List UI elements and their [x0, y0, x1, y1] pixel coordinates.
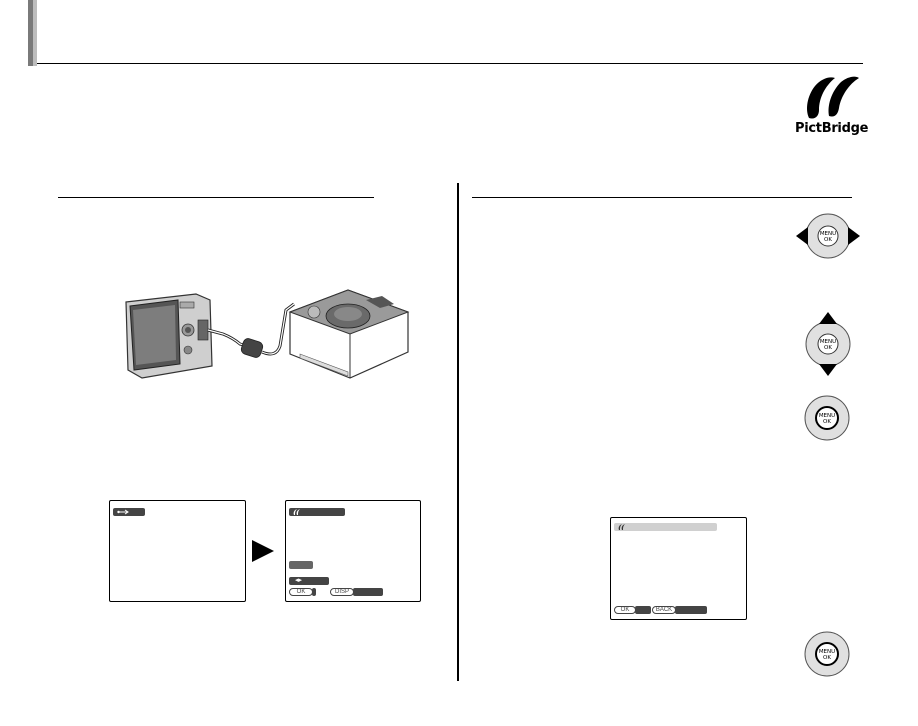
pictbridge-logo-text: PictBridge [795, 121, 869, 136]
left-right-hint-bar: ◂▸ [289, 577, 329, 585]
dial-up-down-icon: MENU OK [805, 312, 851, 376]
usb-status-bar [113, 508, 145, 516]
header-accent-light [33, 0, 37, 66]
svg-text:OK: OK [823, 419, 831, 425]
disp-key-label: DISP [330, 588, 354, 596]
left-right-arrows-icon: ◂▸ [295, 577, 303, 584]
ok-hint-bar [312, 588, 316, 596]
svg-text:OK: OK [823, 655, 831, 661]
print-confirm-title-bar [614, 523, 717, 531]
svg-text:OK: OK [824, 345, 832, 351]
header-rule [37, 63, 863, 64]
disp-hint-bar [353, 588, 383, 596]
right-section-rule [472, 197, 852, 198]
camera-printer-connection-illustration [125, 289, 410, 379]
camera-screen-usb [109, 500, 246, 602]
left-section-rule [58, 197, 374, 198]
pictbridge-small-icon [293, 509, 300, 515]
header-accent-dark [28, 0, 33, 66]
ok-key-label: OK [289, 588, 313, 596]
ok-hint-bar [635, 606, 651, 614]
svg-text:MENU: MENU [819, 649, 835, 655]
camera-screen-print-confirm: OK BACK [610, 517, 747, 620]
usb-icon [117, 509, 129, 515]
svg-text:MENU: MENU [820, 339, 836, 345]
svg-text:MENU: MENU [819, 413, 835, 419]
dial-left-right-icon: MENU OK [796, 213, 860, 259]
svg-text:MENU: MENU [820, 231, 836, 237]
dial-menu-ok-icon: MENU OK [804, 395, 850, 441]
pictbridge-small-icon [618, 524, 625, 530]
selected-item-highlight [289, 561, 313, 569]
pictbridge-logo-icon [807, 76, 859, 119]
back-hint-bar [675, 606, 707, 614]
next-screen-arrow [252, 540, 274, 562]
pictbridge-status-bar [289, 508, 345, 516]
back-key-label: BACK [652, 606, 676, 614]
camera-screen-pictbridge: ◂▸ OK DISP [285, 500, 421, 602]
column-divider [457, 183, 459, 681]
svg-text:OK: OK [824, 237, 832, 243]
dial-menu-ok-icon: MENU OK [804, 631, 850, 677]
ok-key-label: OK [614, 606, 636, 614]
